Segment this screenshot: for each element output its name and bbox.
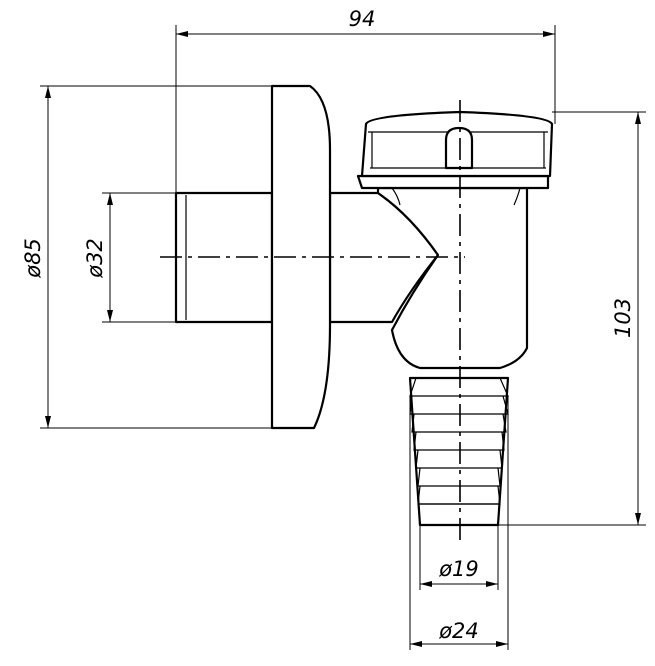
dimension-lines: [45, 31, 641, 647]
hose-outer-diameter-label: ø24: [438, 619, 479, 643]
extension-lines: [40, 25, 646, 650]
cap-nut: [356, 174, 550, 190]
cap-slot: [444, 126, 474, 170]
outlet-body: [376, 186, 529, 370]
flange-diameter-label: ø85: [21, 238, 45, 279]
inlet-diameter-label: ø32: [83, 238, 107, 279]
wall-flange: [270, 84, 332, 430]
valve-body: [174, 84, 554, 527]
hose-barb: [408, 376, 510, 527]
hose-inner-diameter-label: ø19: [438, 557, 479, 581]
overall-width-label: 94: [349, 7, 376, 31]
overall-height-label: 103: [611, 298, 635, 338]
